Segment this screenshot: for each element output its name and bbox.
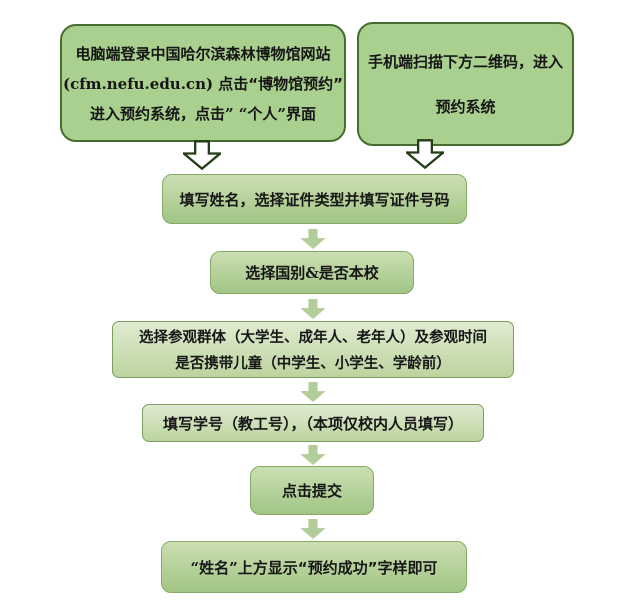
step-success-prefix: “姓名”上方显示 bbox=[190, 558, 298, 577]
down-arrow-icon bbox=[300, 519, 326, 539]
down-arrow-icon bbox=[300, 229, 326, 249]
step-student-id-text: 填写学号（教工号），（本项仅校内人员填写） bbox=[162, 414, 463, 433]
step-fill-name-box: 填写姓名，选择证件类型并填写证件号码 bbox=[162, 174, 467, 224]
step-pc-login-line1: 电脑端登录中国哈尔滨森林博物馆网站 bbox=[75, 44, 331, 63]
step-success-bold: “预约成功” bbox=[297, 558, 378, 577]
step-visitor-group-line2: 是否携带儿童（中学生、小学生、学龄前） bbox=[175, 355, 451, 372]
step-nationality-text: 选择国别&是否本校 bbox=[245, 264, 379, 282]
down-arrow-icon bbox=[300, 299, 326, 319]
step-pc-login-line3: 进入预约系统，点击” “个人”界面 bbox=[89, 104, 317, 123]
step-fill-name-text: 填写姓名，选择证件类型并填写证件号码 bbox=[179, 190, 450, 209]
step-visitor-group-box: 选择参观群体（大学生、成年人、老年人）及参观时间 是否携带儿童（中学生、小学生、… bbox=[112, 321, 514, 378]
step-submit-box: 点击提交 bbox=[250, 466, 374, 515]
step-visitor-group-line1: 选择参观群体（大学生、成年人、老年人）及参观时间 bbox=[139, 329, 487, 346]
step-nationality-box: 选择国别&是否本校 bbox=[210, 251, 414, 294]
step-submit-text: 点击提交 bbox=[281, 482, 342, 500]
step-success-text: “姓名”上方显示“预约成功”字样即可 bbox=[191, 557, 438, 578]
step-pc-login-box: 电脑端登录中国哈尔滨森林博物馆网站 (cfm.nefu.edu.cn) 点击“博… bbox=[60, 24, 346, 142]
down-arrow-icon bbox=[300, 382, 326, 402]
step-phone-qr-box: 手机端扫描下方二维码，进入 预约系统 bbox=[357, 22, 574, 146]
step-success-box: “姓名”上方显示“预约成功”字样即可 bbox=[161, 541, 467, 593]
step-phone-qr-line2: 预约系统 bbox=[435, 98, 496, 116]
step-phone-qr-line1: 手机端扫描下方二维码，进入 bbox=[367, 53, 563, 71]
down-arrow-outline-icon bbox=[406, 139, 444, 169]
step-student-id-box: 填写学号（教工号），（本项仅校内人员填写） bbox=[142, 404, 484, 442]
step-pc-login-line2: (cfm.nefu.edu.cn) 点击“博物馆预约” bbox=[63, 73, 343, 94]
step-success-suffix: 字样即可 bbox=[377, 558, 438, 577]
step-pc-login-line2-bold: “博物馆预约” bbox=[248, 74, 344, 93]
down-arrow-icon bbox=[300, 445, 326, 465]
step-pc-login-line2-prefix: (cfm.nefu.edu.cn) 点击 bbox=[62, 74, 249, 93]
down-arrow-outline-icon bbox=[183, 140, 221, 170]
